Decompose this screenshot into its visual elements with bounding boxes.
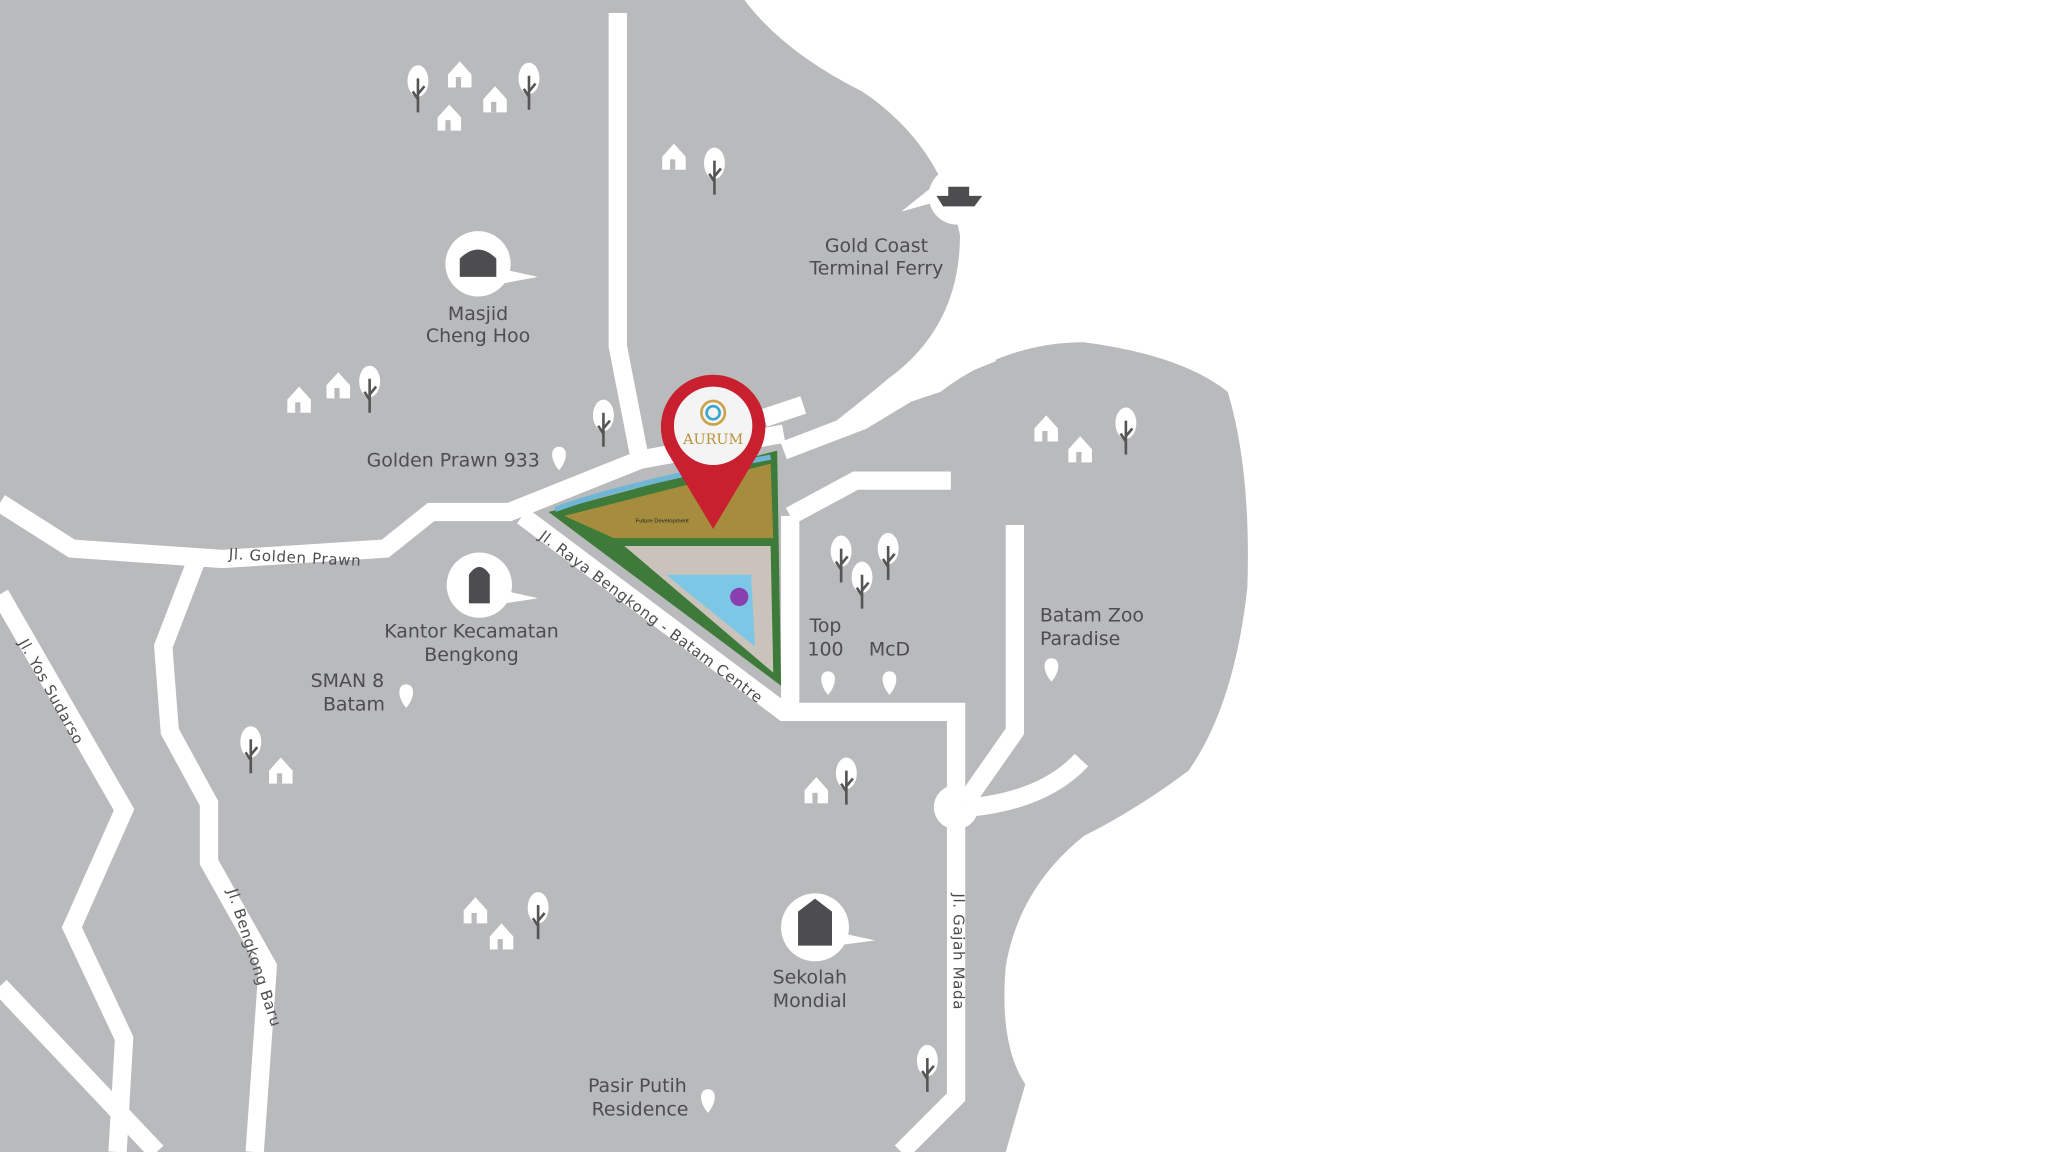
label-masjid: Cheng Hoo xyxy=(426,325,530,347)
roads xyxy=(0,13,1089,1152)
label-zoo: Paradise xyxy=(1040,628,1120,650)
label-sman: SMAN 8 xyxy=(311,670,385,692)
road-label-gajah-mada: Jl. Gajah Mada xyxy=(949,892,967,1010)
label-top100: Top xyxy=(809,615,842,637)
label-top100: 100 xyxy=(807,639,843,661)
label-pasir-putih: Residence xyxy=(592,1098,689,1120)
label-sekolah: Sekolah xyxy=(773,967,847,989)
label-masjid: Masjid xyxy=(448,303,508,325)
label-sman: Batam xyxy=(323,694,385,716)
label-ferry: Terminal Ferry xyxy=(808,257,943,279)
aurum-location-pin[interactable]: AURUM xyxy=(660,374,766,529)
label-zoo: Batam Zoo xyxy=(1040,605,1144,627)
mosque-icon[interactable] xyxy=(445,231,539,297)
government-building-icon[interactable] xyxy=(446,552,539,618)
aurum-logo-text: AURUM xyxy=(682,432,743,448)
label-ferry: Gold Coast xyxy=(825,235,928,257)
label-pasir-putih: Pasir Putih xyxy=(588,1075,687,1097)
plan-future-development-label: Future Development xyxy=(636,518,689,524)
school-icon[interactable] xyxy=(781,893,876,962)
ship-icon[interactable] xyxy=(901,167,987,225)
label-kantor: Kantor Kecamatan xyxy=(384,620,559,642)
land-mass xyxy=(0,0,1248,1152)
label-sekolah: Mondial xyxy=(773,990,847,1012)
label-kantor: Bengkong xyxy=(424,644,519,666)
label-mcd: McD xyxy=(869,639,910,661)
label-golden-prawn: Golden Prawn 933 xyxy=(367,449,540,471)
